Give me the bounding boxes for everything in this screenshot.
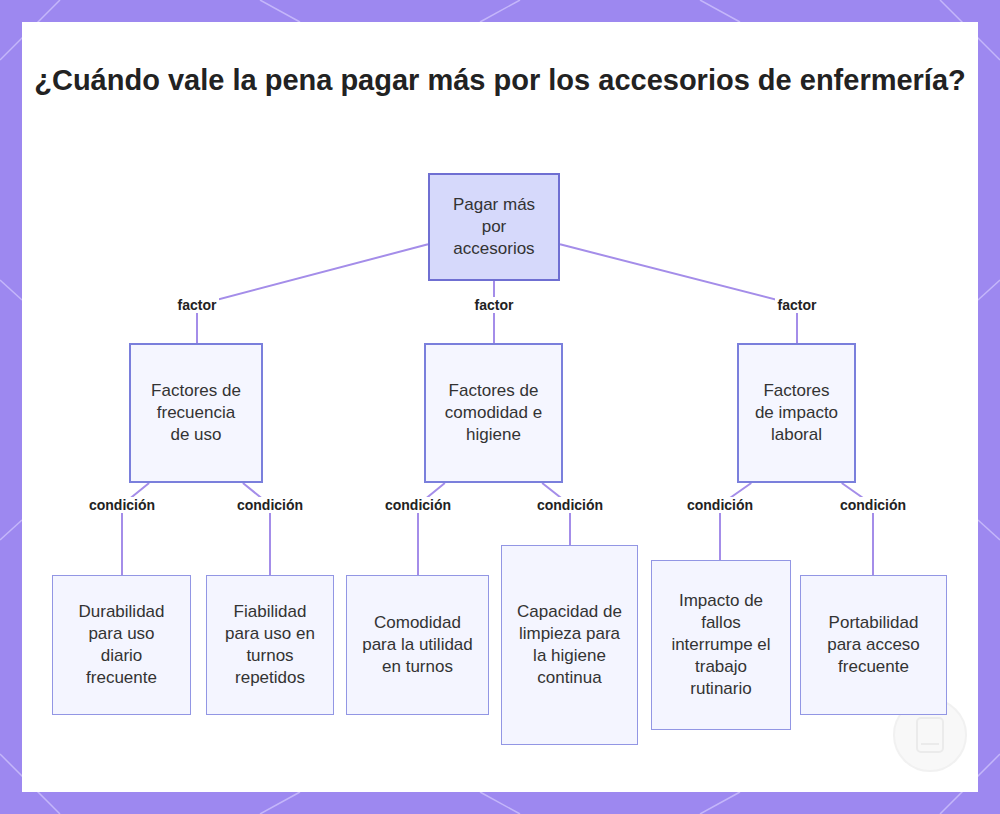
node-text: Impacto de fallos interrumpe el trabajo … [666,590,776,700]
node-text: Factores de frecuencia de uso [145,380,247,446]
edge-label: factor [775,297,820,314]
condition-box: Durabilidad para uso diario frecuente [52,575,191,715]
node-text: Pagar más por accesorios [444,194,544,260]
condition-box: Portabilidad para acceso frecuente [800,575,947,715]
diagram-title: ¿Cuándo vale la pena pagar más por los a… [22,62,978,100]
connector-line [720,483,751,560]
node-text: Durabilidad para uso diario frecuente [67,601,176,689]
edge-label: condición [837,497,909,514]
node-text: Portabilidad para acceso frecuente [815,612,932,678]
condition-box: Capacidad de limpieza para la higiene co… [501,545,638,745]
edge-label: condición [534,497,606,514]
node-text: Factores de impacto laboral [753,380,840,446]
node-text: Capacidad de limpieza para la higiene co… [516,601,623,689]
node-text: Comodidad para la utilidad en turnos [361,612,474,678]
panel [22,22,978,792]
node-text: Fiabilidad para uso en turnos repetidos [221,601,319,689]
condition-box: Comodidad para la utilidad en turnos [346,575,489,715]
edge-label: condición [234,497,306,514]
condition-box: Impacto de fallos interrumpe el trabajo … [651,560,791,730]
edge-label: factor [472,297,517,314]
factor-box: Factores de comodidad e higiene [424,343,563,483]
root-box: Pagar más por accesorios [428,173,560,281]
condition-box: Fiabilidad para uso en turnos repetidos [206,575,334,715]
factor-box: Factores de frecuencia de uso [129,343,263,483]
connector-line [197,244,428,343]
edge-label: condición [684,497,756,514]
edge-label: condición [382,497,454,514]
edge-label: factor [175,297,220,314]
factor-box: Factores de impacto laboral [737,343,856,483]
edge-label: condición [86,497,158,514]
connector-line [542,483,570,545]
connector-line [560,244,797,343]
node-text: Factores de comodidad e higiene [440,380,547,446]
